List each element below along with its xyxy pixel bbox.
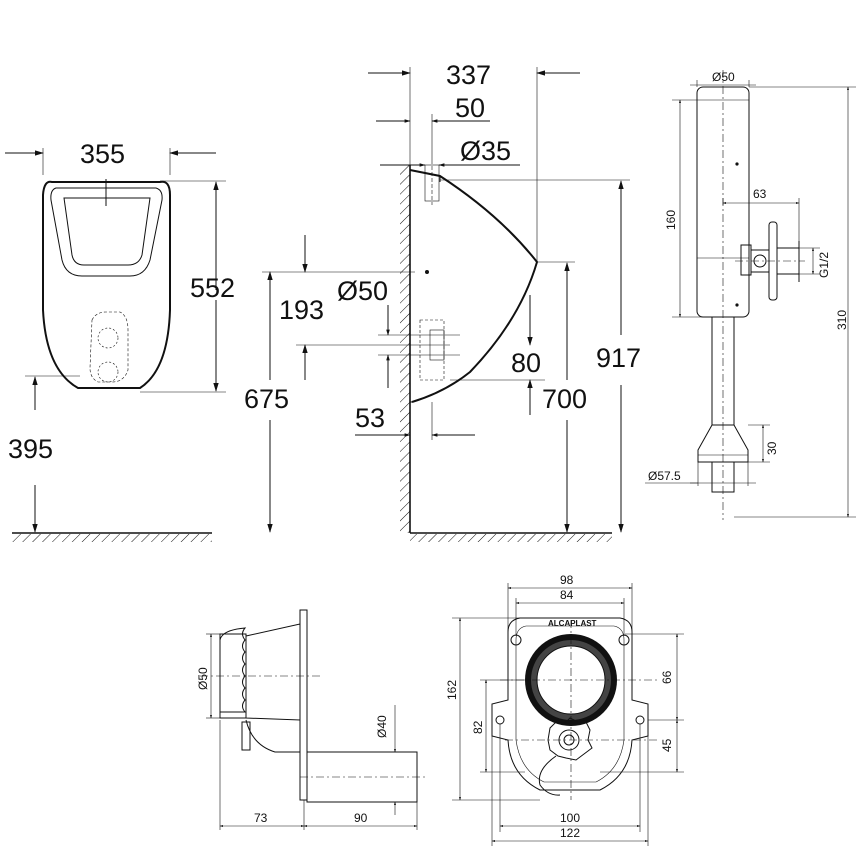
side-675-label: 675	[244, 384, 289, 414]
front-width-label: 355	[80, 139, 125, 169]
siphon-front-dim-82: 82	[471, 679, 525, 773]
siphon-front-dim-100-122: 100 122	[491, 724, 649, 846]
valve-dim-g12: G1/2	[799, 247, 831, 278]
siphon-depth-label: 73	[254, 811, 268, 825]
dim-inlet-offset-50: 50	[376, 93, 490, 160]
side-53-label: 53	[355, 403, 385, 433]
dim-outlet-diameter-50: Ø50	[337, 276, 460, 388]
side-inlet-diameter-label: Ø35	[460, 136, 511, 166]
side-700-label: 700	[542, 384, 587, 414]
side-view: 337 50 Ø35 193 Ø50	[244, 60, 641, 542]
valve-dim-63: 63	[722, 187, 800, 241]
valve-dim-160: 160	[664, 99, 712, 318]
front-floor	[12, 532, 212, 542]
siphon-side-view: Ø50 Ø40 73 90	[196, 609, 425, 830]
siphon-lower-offset-label: 45	[660, 738, 674, 752]
siphon-inner-height-label: 82	[471, 720, 485, 734]
side-inlet-offset-label: 50	[455, 93, 485, 123]
dim-inlet-diameter-35: Ø35	[380, 136, 520, 167]
siphon-outer-width-label: 98	[560, 573, 574, 587]
side-depth-label: 337	[446, 60, 491, 90]
siphon-front-view: ALCAPLAST 98 84 162 82	[445, 573, 684, 846]
siphon-pipe-length-label: 90	[354, 811, 368, 825]
siphon-side-dim-40: Ø40	[375, 705, 397, 815]
side-917-label: 917	[596, 343, 641, 373]
siphon-side-dim-73-90: 73 90	[219, 720, 418, 830]
side-outlet-diameter-label: Ø50	[337, 276, 388, 306]
valve-collar-height-label: 30	[765, 441, 779, 455]
dim-width-355: 355	[5, 139, 216, 175]
front-floor-label: 395	[8, 434, 53, 464]
dim-700: 700	[537, 261, 587, 533]
dim-917: 917	[440, 179, 641, 533]
front-view: 355 552 395	[5, 139, 235, 542]
siphon-pipe-diameter-label: Ø40	[375, 715, 389, 738]
dim-floor-395: 395	[8, 375, 80, 533]
dim-depth-337: 337	[368, 60, 580, 262]
dim-height-552: 552	[140, 180, 235, 393]
valve-dim-diameter-50: Ø50	[690, 70, 756, 87]
dim-80: 80	[450, 295, 545, 415]
siphon-side-dim-50: Ø50	[196, 633, 220, 719]
siphon-base-width-label: 100	[560, 811, 580, 825]
flush-valve-view: Ø50 63 160 G1/2 310	[645, 70, 856, 520]
siphon-front-dim-162: 162	[445, 617, 540, 801]
valve-collar-diameter-label: Ø57.5	[648, 469, 681, 483]
valve-dim-57-5: Ø57.5	[645, 462, 756, 486]
siphon-front-dim-66-45: 66 45	[600, 633, 684, 773]
valve-thread-label: G1/2	[817, 252, 831, 278]
valve-arm-label: 63	[753, 187, 767, 201]
dim-53: 53	[355, 402, 475, 440]
siphon-upper-offset-label: 66	[660, 670, 674, 684]
dim-675: 675	[244, 271, 289, 533]
flush-valve-body	[696, 70, 805, 520]
siphon-front-dim-98-84: 98 84	[507, 573, 633, 636]
side-80-label: 80	[511, 348, 541, 378]
valve-top-diameter-label: Ø50	[712, 70, 735, 84]
valve-total-height-label: 310	[835, 310, 849, 330]
front-height-label: 552	[190, 273, 235, 303]
urinal-front-outline	[42, 179, 171, 389]
dim-193: 193	[262, 235, 450, 380]
side-wall	[400, 165, 612, 542]
side-193-label: 193	[279, 295, 324, 325]
siphon-brand-logo: ALCAPLAST	[548, 619, 597, 628]
valve-dim-30: 30	[748, 424, 779, 463]
siphon-total-width-label: 122	[560, 826, 580, 840]
valve-body-height-label: 160	[664, 210, 678, 230]
siphon-height-label: 162	[445, 680, 459, 700]
valve-dim-310: 310	[734, 86, 856, 518]
siphon-outlet-diameter-label: Ø50	[196, 667, 210, 690]
siphon-inner-width-label: 84	[560, 588, 574, 602]
